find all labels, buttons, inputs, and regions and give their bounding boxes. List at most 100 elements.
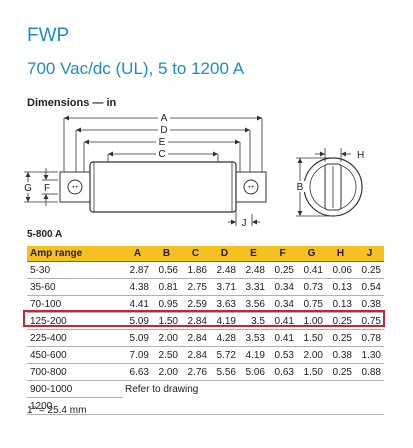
dimension-value-cell: 5.09 <box>123 329 152 347</box>
dimension-value-cell: 2.84 <box>181 329 210 347</box>
dimension-value-cell: 0.88 <box>355 363 384 381</box>
col-header-amp-range: Amp range <box>27 246 123 262</box>
col-header-g: G <box>297 246 326 262</box>
table-row: 900-1000 <box>27 380 384 398</box>
dimension-value-cell: 2.48 <box>210 261 239 279</box>
dimension-value-cell: 5.06 <box>239 363 268 381</box>
col-header-a: A <box>123 246 152 262</box>
dimension-value-cell: 5.09 <box>123 312 152 330</box>
dimension-value-cell: 0.81 <box>152 278 181 296</box>
dimension-value-cell: 0.41 <box>268 329 297 347</box>
dimension-value-cell: 0.13 <box>326 295 355 313</box>
unit-footnote: 1" = 25.4 mm <box>27 405 87 416</box>
dimension-value-cell: 0.34 <box>268 278 297 296</box>
dimension-value-cell: 2.00 <box>297 346 326 364</box>
dimension-value-cell: 0.06 <box>326 261 355 279</box>
dimension-value-cell: 4.19 <box>239 346 268 364</box>
col-header-e: E <box>239 246 268 262</box>
dim-label-h: H <box>357 150 364 161</box>
table-header-row: Amp range A B C D E F G H J <box>27 246 384 262</box>
product-title: FWP <box>27 25 70 46</box>
dimension-value-cell: 4.19 <box>210 312 239 330</box>
amp-range-cell: 700-800 <box>27 363 123 381</box>
dimension-value-cell: 3.56 <box>239 295 268 313</box>
dimension-value-cell: 2.59 <box>181 295 210 313</box>
col-header-j: J <box>355 246 384 262</box>
dimension-value-cell: 0.25 <box>326 363 355 381</box>
dimension-value-cell: 4.28 <box>210 329 239 347</box>
amp-range-cell: 1200 <box>27 397 123 415</box>
dimension-value-cell: 2.76 <box>181 363 210 381</box>
dimension-value-cell: 2.00 <box>152 329 181 347</box>
dimension-value-cell: 0.78 <box>355 329 384 347</box>
dimension-value-cell: 0.41 <box>268 312 297 330</box>
dimension-value-cell: 4.41 <box>123 295 152 313</box>
amp-range-cell: 5-30 <box>27 261 123 279</box>
amp-range-cell: 225-400 <box>27 329 123 347</box>
col-header-f: F <box>268 246 297 262</box>
dimension-value-cell: 0.13 <box>326 278 355 296</box>
refer-to-drawing-note: Refer to drawing <box>125 384 199 395</box>
dim-label-d: D <box>160 125 167 136</box>
dim-label-c: C <box>158 149 165 160</box>
dimension-value-cell: 0.25 <box>355 261 384 279</box>
product-subtitle: 700 Vac/dc (UL), 5 to 1200 A <box>27 59 245 78</box>
dimension-value-cell: 2.84 <box>181 346 210 364</box>
dimension-value-cell: 0.53 <box>268 346 297 364</box>
dim-label-g: G <box>24 183 32 194</box>
dimension-value-cell: 0.38 <box>326 346 355 364</box>
table-row: 1200 <box>27 397 384 415</box>
dimension-value-cell: 0.25 <box>326 312 355 330</box>
dimension-value-cell: 0.56 <box>152 261 181 279</box>
dim-label-b: B <box>297 182 304 193</box>
dimension-value-cell: 2.00 <box>152 363 181 381</box>
dimension-value-cell: 6.63 <box>123 363 152 381</box>
dim-label-a: A <box>161 113 168 124</box>
col-header-c: C <box>181 246 210 262</box>
dimension-value-cell: 1.00 <box>297 312 326 330</box>
amp-range-cell: 70-100 <box>27 295 123 313</box>
amp-range-cell: 900-1000 <box>27 380 123 398</box>
dimension-value-cell: 0.34 <box>268 295 297 313</box>
dimension-value-cell: 0.25 <box>326 329 355 347</box>
dimension-value-cell: 3.71 <box>210 278 239 296</box>
dimension-value-cell: 0.54 <box>355 278 384 296</box>
dimension-value-cell: 1.50 <box>152 312 181 330</box>
drawing-caption: 5-800 A <box>27 229 63 240</box>
dimension-value-cell: 0.73 <box>297 278 326 296</box>
dimension-value-cell: 1.50 <box>297 363 326 381</box>
dimension-value-cell: 0.75 <box>355 312 384 330</box>
fuse-dimension-drawing: A D E C ++ ++ G F <box>23 112 364 228</box>
amp-range-cell: 125-200 <box>27 312 123 330</box>
terminal-mark-left: ++ <box>71 185 79 191</box>
dimensions-label: Dimensions — in <box>27 97 117 109</box>
dimension-value-cell: 2.84 <box>181 312 210 330</box>
dimension-value-cell: 3.31 <box>239 278 268 296</box>
dimension-value-cell: 0.38 <box>355 295 384 313</box>
dimension-value-cell: 2.48 <box>239 261 268 279</box>
dimension-value-cell: 4.38 <box>123 278 152 296</box>
dimension-value-cell: 5.72 <box>210 346 239 364</box>
amp-range-cell: 35-60 <box>27 278 123 296</box>
dimension-value-cell: 0.95 <box>152 295 181 313</box>
dimension-value-cell: 3.53 <box>239 329 268 347</box>
dimension-value-cell: 1.86 <box>181 261 210 279</box>
dimension-value-cell: 0.41 <box>297 261 326 279</box>
dim-label-j: J <box>242 218 247 228</box>
dim-label-e: E <box>159 137 166 148</box>
dimension-value-cell: 2.50 <box>152 346 181 364</box>
dimension-value-cell: 1.50 <box>297 329 326 347</box>
terminal-mark-right: ++ <box>247 185 255 191</box>
dimension-value-cell: 5.56 <box>210 363 239 381</box>
amp-range-cell: 450-600 <box>27 346 123 364</box>
dimension-value-cell: 1.30 <box>355 346 384 364</box>
dimension-value-cell: 0.25 <box>268 261 297 279</box>
dimension-value-cell: 0.63 <box>268 363 297 381</box>
